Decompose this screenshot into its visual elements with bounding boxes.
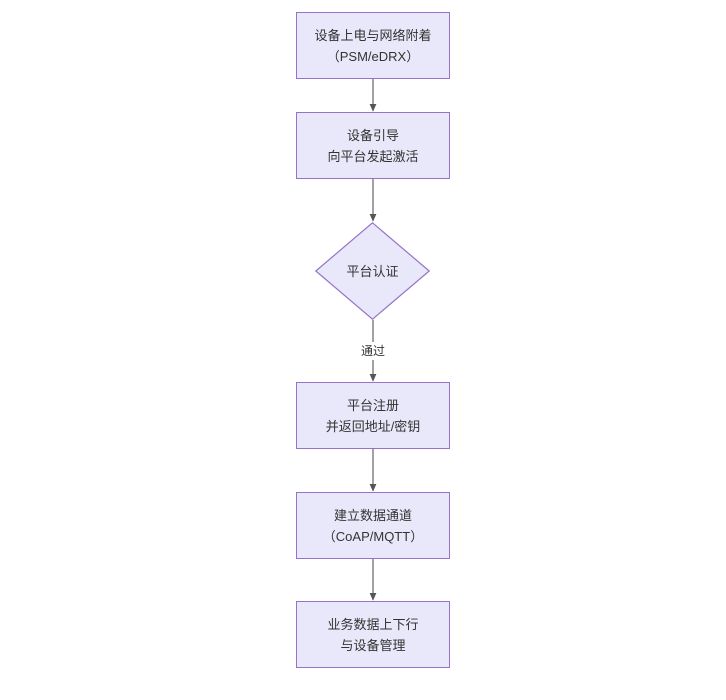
flow-node-channel-line-2: （CoAP/MQTT）	[322, 528, 424, 544]
flow-node-data[interactable]: 业务数据上下行 与设备管理	[296, 601, 450, 668]
flow-node-channel[interactable]: 建立数据通道 （CoAP/MQTT）	[296, 492, 450, 559]
flow-node-power-on[interactable]: 设备上电与网络附着 （PSM/eDRX）	[296, 12, 450, 79]
flow-node-channel-line-1: 建立数据通道	[333, 507, 412, 523]
flow-node-register-line-2: 并返回地址/密钥	[325, 418, 421, 434]
flow-node-auth-label: 平台认证	[346, 263, 399, 279]
flow-node-bootstrap-line-1: 设备引导	[346, 127, 399, 143]
flow-node-power-on-line-2: （PSM/eDRX）	[326, 48, 420, 64]
diamond-shape-icon	[315, 222, 430, 320]
flow-node-bootstrap[interactable]: 设备引导 向平台发起激活	[296, 112, 450, 179]
flow-node-auth-decision[interactable]: 平台认证	[315, 222, 430, 320]
flow-node-bootstrap-line-2: 向平台发起激活	[327, 148, 419, 164]
edge-label-pass: 通过	[357, 342, 389, 360]
flow-node-power-on-line-1: 设备上电与网络附着	[314, 27, 432, 43]
flow-node-register-line-1: 平台注册	[346, 397, 399, 413]
flow-node-register[interactable]: 平台注册 并返回地址/密钥	[296, 382, 450, 449]
flow-node-data-line-1: 业务数据上下行	[327, 616, 419, 632]
flow-node-data-line-2: 与设备管理	[340, 637, 406, 653]
